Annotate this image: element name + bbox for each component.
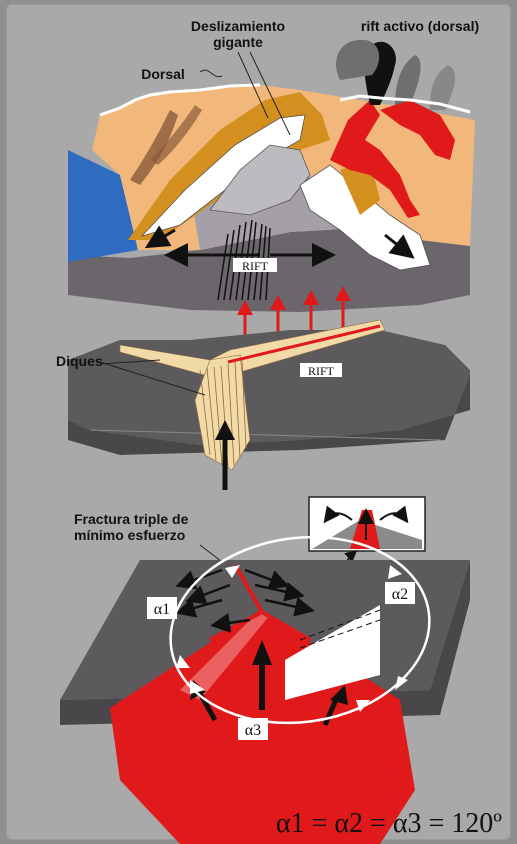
dike-block: RIFT	[68, 320, 470, 490]
angle-equation: α1 = α2 = α3 = 120º	[276, 808, 502, 839]
triple-fracture-label-line2: mínimo esfuerzo	[74, 527, 185, 543]
triple-fracture-label-line1: Fractura triple de	[74, 511, 189, 527]
island-block: RIFT	[68, 40, 475, 312]
slide-label-line2: gigante	[213, 34, 263, 50]
eruption-plume-cloud	[336, 40, 379, 80]
inset-detail	[309, 497, 425, 551]
alpha2-label: α2	[392, 586, 408, 603]
alpha3-label: α3	[245, 722, 261, 739]
rift-label-top: RIFT	[242, 259, 269, 273]
rift-label-middle: RIFT	[308, 364, 335, 378]
alpha1-label: α1	[154, 601, 170, 618]
slide-label-line1: Deslizamiento	[191, 18, 285, 34]
dorsal-leader	[200, 70, 222, 77]
dikes-label: Diques	[56, 353, 103, 369]
eruption-plume-gray	[395, 55, 421, 105]
dorsal-label: Dorsal	[141, 66, 185, 82]
rift-active-label: rift activo (dorsal)	[361, 18, 479, 34]
